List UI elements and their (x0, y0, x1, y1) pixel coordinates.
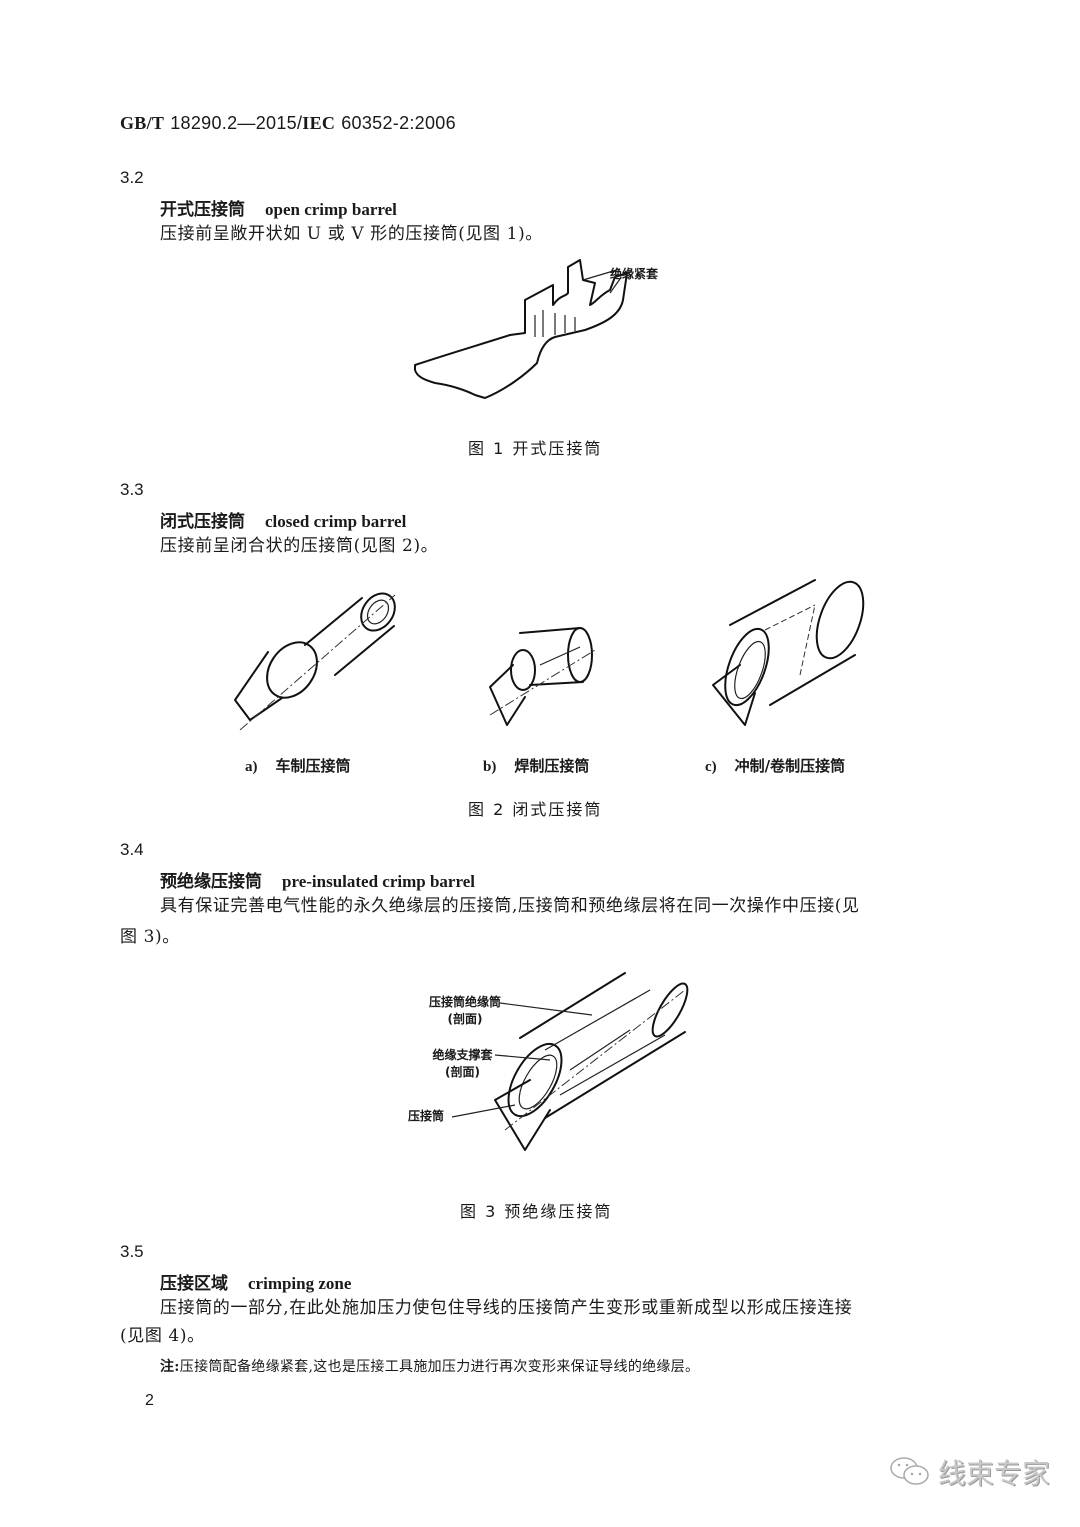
note-label: 注: (160, 1359, 180, 1375)
figure-3-drawing (490, 970, 690, 1165)
figure-2c-label: c) 冲制/卷制压接筒 (705, 755, 845, 776)
term-heading: 压接区域 crimping zone (160, 1269, 351, 1294)
iec-prefix: IEC (302, 113, 336, 133)
term-definition-line: (见图 4)。 (120, 1326, 205, 1346)
term-zh: 压接区域 (160, 1274, 228, 1294)
term-heading: 闭式压接筒 closed crimp barrel (160, 507, 406, 532)
term-en: crimping zone (248, 1274, 352, 1293)
subfigure-label: 车制压接筒 (275, 757, 351, 775)
iec-number: 60352-2:2006 (341, 113, 456, 133)
term-zh: 开式压接筒 (160, 200, 245, 220)
figure-2a-drawing (230, 590, 400, 735)
term-definition-line: 图 3)。 (120, 927, 180, 947)
section-number: 3.5 (120, 1242, 144, 1261)
term-heading: 开式压接筒 open crimp barrel (160, 195, 397, 220)
watermark: 线束专家 (888, 1452, 1050, 1492)
subfigure-label: 冲制/卷制压接筒 (734, 757, 846, 775)
figure-3-caption: 图 3 预绝缘压接筒 (460, 1202, 613, 1221)
figure-3-leader-lines (451, 1002, 593, 1118)
term-definition-line: 具有保证完善电气性能的永久绝缘层的压接筒,压接筒和预绝缘层将在同一次操作中压接(… (160, 896, 860, 916)
figure-1-caption: 图 1 开式压接筒 (468, 439, 603, 458)
term-zh: 闭式压接筒 (160, 512, 245, 532)
wechat-icon (890, 1457, 929, 1485)
subfigure-letter: c) (705, 759, 717, 775)
note: 注:压接筒配备绝缘紧套,这也是压接工具施加压力进行再次变形来保证导线的绝缘层。 (160, 1356, 699, 1376)
page-number: 2 (145, 1392, 154, 1409)
figure-2c-drawing (705, 575, 865, 740)
figure-2b-label: b) 焊制压接筒 (483, 755, 589, 776)
term-heading: 预绝缘压接筒 pre-insulated crimp barrel (160, 867, 475, 892)
subfigure-letter: a) (245, 759, 258, 775)
subfigure-letter: b) (483, 759, 497, 775)
figure-3-callout-insulation-sleeve: 压接筒绝缘筒 (剖面) (428, 995, 501, 1026)
figure-2a-label: a) 车制压接筒 (245, 755, 351, 776)
subfigure-label: 焊制压接筒 (514, 757, 590, 775)
section-number: 3.4 (120, 840, 144, 859)
term-en: open crimp barrel (265, 200, 397, 219)
section-number: 3.2 (120, 168, 144, 187)
standard-number: 18290.2—2015/ (170, 113, 303, 133)
watermark-text: 线束专家 (937, 1457, 1050, 1490)
term-en: closed crimp barrel (265, 512, 407, 531)
standard-prefix: GB/T (120, 113, 165, 133)
figure-1-drawing (405, 255, 685, 410)
figure-2-caption: 图 2 闭式压接筒 (468, 800, 603, 819)
section-number: 3.3 (120, 480, 144, 499)
term-definition: 压接前呈敞开状如 U 或 V 形的压接筒(见图 1)。 (160, 224, 543, 244)
term-definition-line: 压接筒的一部分,在此处施加压力使包住导线的压接筒产生变形或重新成型以形成压接连接 (160, 1298, 853, 1318)
figure-1-callout: 绝缘紧套 (610, 267, 659, 281)
document-header: GB/T 18290.2—2015/IEC 60352-2:2006 (120, 113, 456, 134)
figure-2b-drawing (485, 625, 600, 735)
figure-3-callout-support-sleeve: 绝缘支撑套 (剖面) (432, 1048, 493, 1079)
figure-3-callout-barrel: 压接筒 (408, 1109, 445, 1123)
note-text: 压接筒配备绝缘紧套,这也是压接工具施加压力进行再次变形来保证导线的绝缘层。 (179, 1359, 700, 1375)
term-definition: 压接前呈闭合状的压接筒(见图 2)。 (160, 536, 439, 556)
term-zh: 预绝缘压接筒 (160, 872, 262, 892)
term-en: pre-insulated crimp barrel (282, 872, 475, 891)
